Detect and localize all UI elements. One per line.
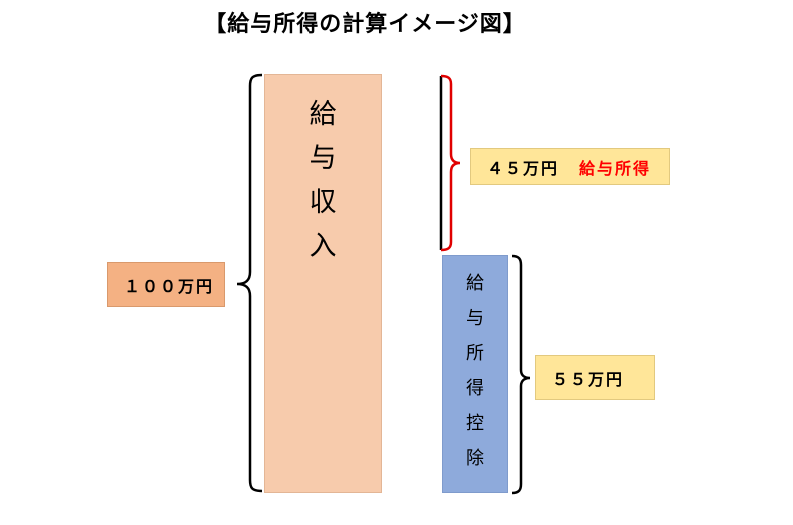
- income-char: 与: [309, 143, 337, 174]
- total-amount-text: １００万円: [124, 276, 215, 296]
- deduction-amount-label: ５５万円: [535, 355, 655, 400]
- total-amount-label: １００万円: [107, 262, 225, 307]
- income-char: 収: [309, 187, 337, 218]
- income-name-text: 給与所得: [579, 158, 652, 178]
- diagram-title: 【給与所得の計算イメージ図】: [204, 12, 526, 37]
- income-char: 給: [309, 99, 337, 130]
- income-box: 給 与 収 入: [264, 74, 382, 493]
- deduction-char: 得: [466, 378, 484, 399]
- deduction-char: 控: [466, 413, 484, 434]
- deduction-char: 与: [466, 308, 484, 329]
- deduction-char: 除: [466, 448, 484, 469]
- deduction-box: 給 与 所 得 控 除: [442, 255, 508, 493]
- income-brace-red: [440, 74, 461, 252]
- income-char: 入: [309, 231, 337, 262]
- income-amount-text: ４５万円: [487, 158, 560, 178]
- total-income-brace: [236, 73, 263, 493]
- deduction-brace: [511, 254, 531, 495]
- income-amount-label: ４５万円 給与所得: [470, 148, 670, 185]
- income-box-label: 給 与 収 入: [265, 93, 381, 269]
- deduction-box-label: 給 与 所 得 控 除: [443, 266, 507, 476]
- deduction-amount-text: ５５万円: [552, 369, 625, 389]
- deduction-char: 給: [466, 273, 484, 294]
- deduction-char: 所: [466, 343, 484, 364]
